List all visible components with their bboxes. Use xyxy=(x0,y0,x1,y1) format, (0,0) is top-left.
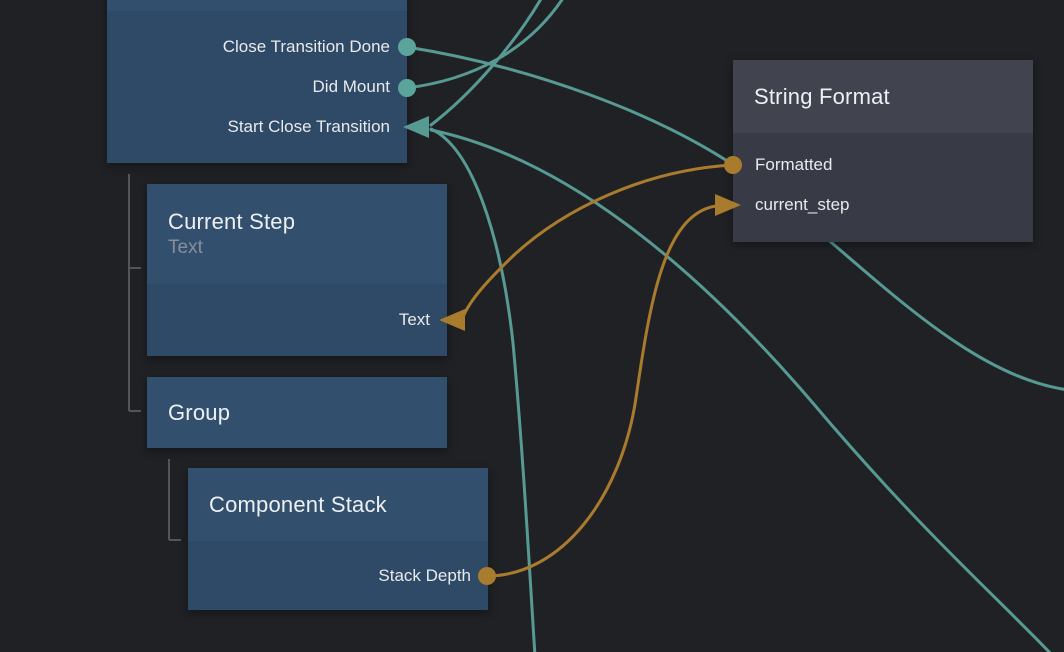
port-formatted[interactable]: Formatted xyxy=(755,155,833,174)
wire-formatted-to-text[interactable] xyxy=(461,163,735,319)
node-group-header: Group xyxy=(147,377,447,448)
port-stack-depth[interactable]: Stack Depth xyxy=(378,566,471,585)
port-text-input[interactable]: Text xyxy=(398,310,430,329)
node-title: Component Stack xyxy=(209,491,387,517)
node-current-step-header: Current Step Text xyxy=(147,184,447,284)
node-component-stack-header: Component Stack xyxy=(188,468,488,541)
node-component-stack[interactable]: Component Stack Stack Depth xyxy=(188,468,488,610)
hierarchy-line xyxy=(128,174,181,541)
port-arrow-start-close-transition[interactable] xyxy=(403,116,429,138)
node-string-format-body: Formatted current_step xyxy=(733,133,1033,242)
node-top-partial-header xyxy=(107,0,407,11)
node-title: String Format xyxy=(754,83,890,109)
port-dot-close-transition-done[interactable] xyxy=(398,38,416,56)
node-group[interactable]: Group xyxy=(147,377,447,448)
wire-into-start-close-transition-from-top[interactable] xyxy=(429,0,545,127)
node-top-partial-body: Close Transition Done Did Mount Start Cl… xyxy=(107,11,407,163)
port-dot-did-mount[interactable] xyxy=(398,79,416,97)
node-current-step-body: Text xyxy=(147,284,447,356)
node-type-label: Text xyxy=(168,237,203,258)
port-dot-formatted[interactable] xyxy=(724,156,742,174)
port-arrow-text-input[interactable] xyxy=(439,309,465,331)
port-dot-stack-depth[interactable] xyxy=(478,567,496,585)
node-string-format-header: String Format xyxy=(733,60,1033,133)
port-current-step-input[interactable]: current_step xyxy=(755,195,850,214)
port-arrow-current-step-input[interactable] xyxy=(715,194,741,216)
node-string-format[interactable]: String Format Formatted current_step xyxy=(733,60,1033,242)
port-close-transition-done[interactable]: Close Transition Done xyxy=(222,37,390,56)
node-component-stack-body: Stack Depth xyxy=(188,541,488,610)
port-did-mount[interactable]: Did Mount xyxy=(312,77,390,96)
node-current-step[interactable]: Current Step Text Text xyxy=(147,184,447,356)
node-top-partial[interactable]: Close Transition Done Did Mount Start Cl… xyxy=(107,0,407,163)
wire-stack-depth-to-current-step[interactable] xyxy=(485,204,718,578)
node-title: Group xyxy=(168,399,231,425)
node-title: Current Step xyxy=(168,209,296,234)
port-start-close-transition[interactable]: Start Close Transition xyxy=(227,117,390,136)
wire-into-start-close-transition-from-bottom-right[interactable] xyxy=(429,128,1055,652)
